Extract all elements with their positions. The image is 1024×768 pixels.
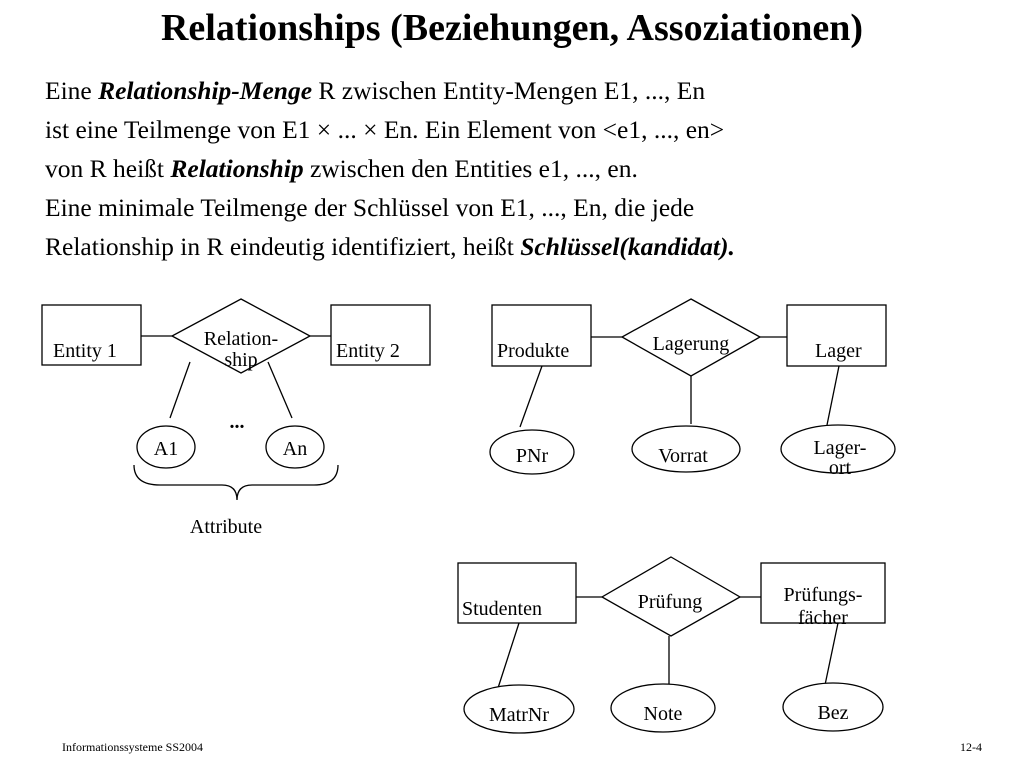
connector-studenten-matrnr (497, 622, 520, 689)
paragraph-line-3: von R heißt Relationship zwischen den En… (45, 149, 1005, 188)
paragraph-line-1: Eine Relationship-Menge R zwischen Entit… (45, 71, 1005, 110)
generic-er-diagram: Entity 1 Relation- ship Entity 2 A1 An .… (41, 298, 431, 538)
attribute-ellipse (136, 425, 196, 469)
paragraph-line-4: Eine minimale Teilmenge der Schlüssel vo… (45, 193, 695, 222)
footer-page-number: 12-4 (960, 740, 982, 754)
relationship-pruefung-label: Prüfung (638, 591, 702, 613)
entity-box (786, 304, 887, 367)
paragraph-line-2: ist eine Teilmenge von E1 × ... × En. Ei… (45, 115, 725, 144)
entity-faecher-label-line1: Prüfungs- (784, 584, 863, 606)
entity-box (760, 562, 886, 624)
attribute-a1-label: A1 (154, 438, 178, 460)
attribute-bez-label: Bez (817, 702, 848, 724)
connector-relation-an (267, 361, 293, 419)
connector-produkte-pnr (519, 365, 543, 428)
relationship-diamond (600, 556, 742, 637)
term-relationship: Relationship (170, 154, 304, 183)
line1-end: R zwischen Entity-Mengen E1, ..., En (312, 76, 706, 105)
attribute-brace (133, 464, 339, 501)
attribute-an-label: An (283, 438, 307, 460)
attribute-lagerort-label-line1: Lager- (814, 437, 867, 459)
entity-faecher-label-line2: fächer (798, 607, 848, 629)
paragraph-line-5: Relationship in R eindeutig identifizier… (45, 227, 1005, 266)
attribute-lagerort-label-line2: ort (829, 457, 852, 479)
attribute-matrnr-label: MatrNr (489, 704, 549, 726)
term-schluessel-kandidat: Schlüssel(kandidat). (520, 232, 735, 261)
attribute-vorrat-label: Vorrat (658, 445, 708, 467)
entity-lager-label: Lager (815, 340, 862, 362)
relationship-label-line1: Relation- (204, 328, 278, 350)
line3-end: zwischen den Entities e1, ..., en. (303, 154, 638, 183)
attribute-ellipse (780, 424, 896, 474)
lager-er-diagram: Produkte Lagerung Lager PNr Vorrat Lager… (489, 298, 896, 479)
entity-box (330, 304, 431, 366)
attribute-pnr-label: PNr (516, 445, 549, 467)
ellipsis-dots: ... (230, 411, 245, 433)
relationship-lagerung-label: Lagerung (653, 333, 730, 355)
entity2-label: Entity 2 (336, 340, 400, 362)
attribute-ellipse (489, 429, 575, 475)
attribute-ellipse (631, 425, 741, 473)
relationship-diamond (170, 298, 312, 374)
connector-lager-lagerort (826, 365, 840, 426)
relationship-diamond (620, 298, 762, 377)
slide-title: Relationships (Beziehungen, Assoziatione… (160, 7, 864, 49)
brace-label: Attribute (190, 516, 262, 538)
entity-box (41, 304, 142, 366)
term-relationship-menge: Relationship-Menge (98, 76, 313, 105)
relationship-label-line2: ship (224, 349, 257, 371)
entity-studenten-label: Studenten (462, 598, 542, 620)
line1-start: Eine (45, 76, 99, 105)
connector-relation-a1 (169, 361, 191, 419)
attribute-ellipse (610, 683, 716, 733)
attribute-ellipse (265, 425, 325, 469)
footer-course: Informationssysteme SS2004 (62, 740, 203, 754)
line5-start: Relationship in R eindeutig identifizier… (45, 232, 521, 261)
definition-paragraph: Eine Relationship-Menge R zwischen Entit… (45, 71, 1005, 266)
attribute-note-label: Note (644, 703, 683, 725)
attribute-ellipse (463, 684, 575, 734)
connector-faecher-bez (824, 622, 839, 686)
entity-box (457, 562, 577, 624)
entity-box (491, 304, 592, 367)
pruefung-er-diagram: Studenten Prüfung Prüfungs- fächer MatrN… (457, 556, 886, 734)
entity-produkte-label: Produkte (497, 340, 569, 362)
attribute-ellipse (782, 682, 884, 732)
entity1-label: Entity 1 (53, 340, 117, 362)
line3-start: von R heißt (45, 154, 171, 183)
